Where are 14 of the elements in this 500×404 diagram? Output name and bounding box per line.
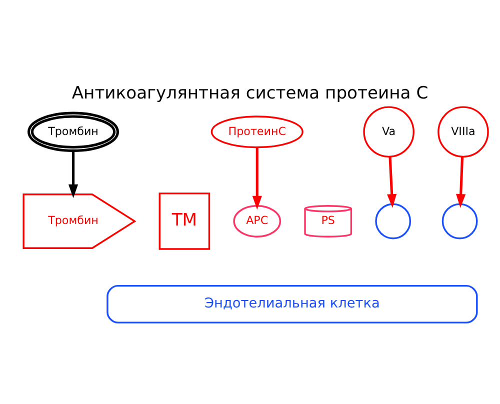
arrow <box>68 150 78 198</box>
node-box: ТМ <box>158 192 210 250</box>
arrow <box>252 148 262 210</box>
node-ellipse: Тромбин <box>28 112 120 152</box>
node-circle: VIIIa <box>438 106 489 158</box>
node-ellipse: ПротеинС <box>210 116 304 148</box>
node-circle <box>442 203 478 240</box>
node-box: Эндотелиальная клетка <box>106 284 478 324</box>
arrow <box>387 156 397 208</box>
node-ellipse: APC <box>233 205 282 238</box>
arrow <box>456 156 466 208</box>
node-circle <box>375 203 412 240</box>
diagram-title: Антикоагулянтная система протеина С <box>72 84 428 104</box>
node-circle: Va <box>363 106 414 158</box>
